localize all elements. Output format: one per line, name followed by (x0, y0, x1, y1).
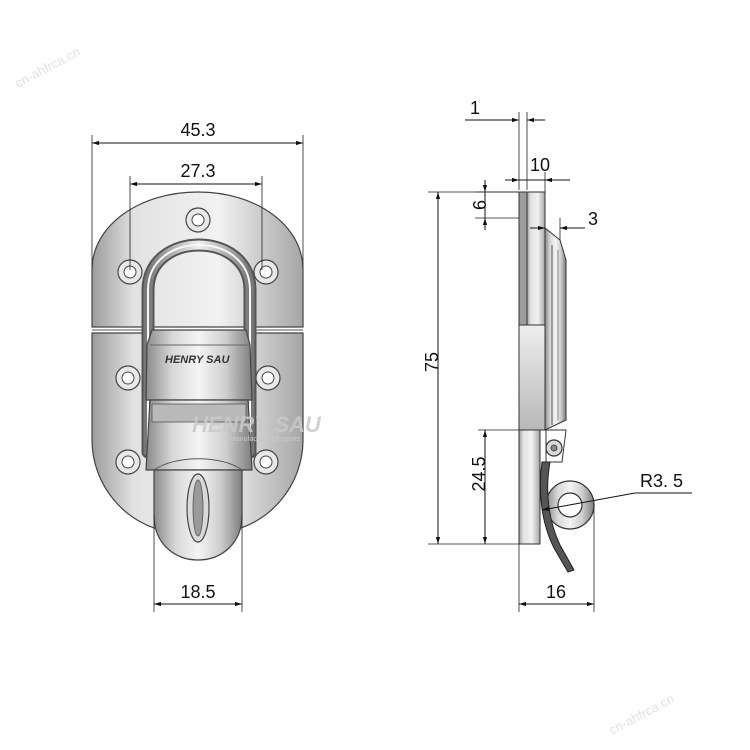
watermark-tagline: Manufacturing Experts (230, 436, 301, 443)
dim-step: 3 (588, 209, 598, 229)
dim-top-height: 6 (470, 200, 490, 210)
dim-overall-width: 45.3 (180, 120, 215, 140)
watermark-bottom-right: cn-ahfrca.cn (606, 691, 676, 738)
dim-plate-thickness: 1 (470, 98, 480, 118)
watermark-top-left: cn-ahfrca.cn (12, 44, 82, 91)
dim-hole-spacing: 27.3 (180, 161, 215, 181)
dim-depth: 16 (546, 582, 566, 602)
mounting-holes (115, 207, 281, 475)
dim-radius: R3. 5 (640, 471, 683, 491)
lever-body (145, 329, 253, 401)
dim-hasp-width: 18.5 (180, 582, 215, 602)
lever-logo: HENRY SAU (165, 354, 230, 366)
watermark-logo: HENRY SAU (192, 412, 322, 437)
side-hasp (539, 461, 575, 573)
dim-top-offset: 10 (530, 155, 550, 175)
dim-hinge-height: 24.5 (469, 456, 489, 491)
side-view: 1 10 6 3 75 24.5 R3. 5 (422, 98, 692, 612)
dim-overall-height: 75 (422, 352, 442, 372)
side-lever (544, 226, 567, 431)
front-view: HENRY SAU HENRY SAU Manufacturing Expert… (91, 120, 322, 612)
